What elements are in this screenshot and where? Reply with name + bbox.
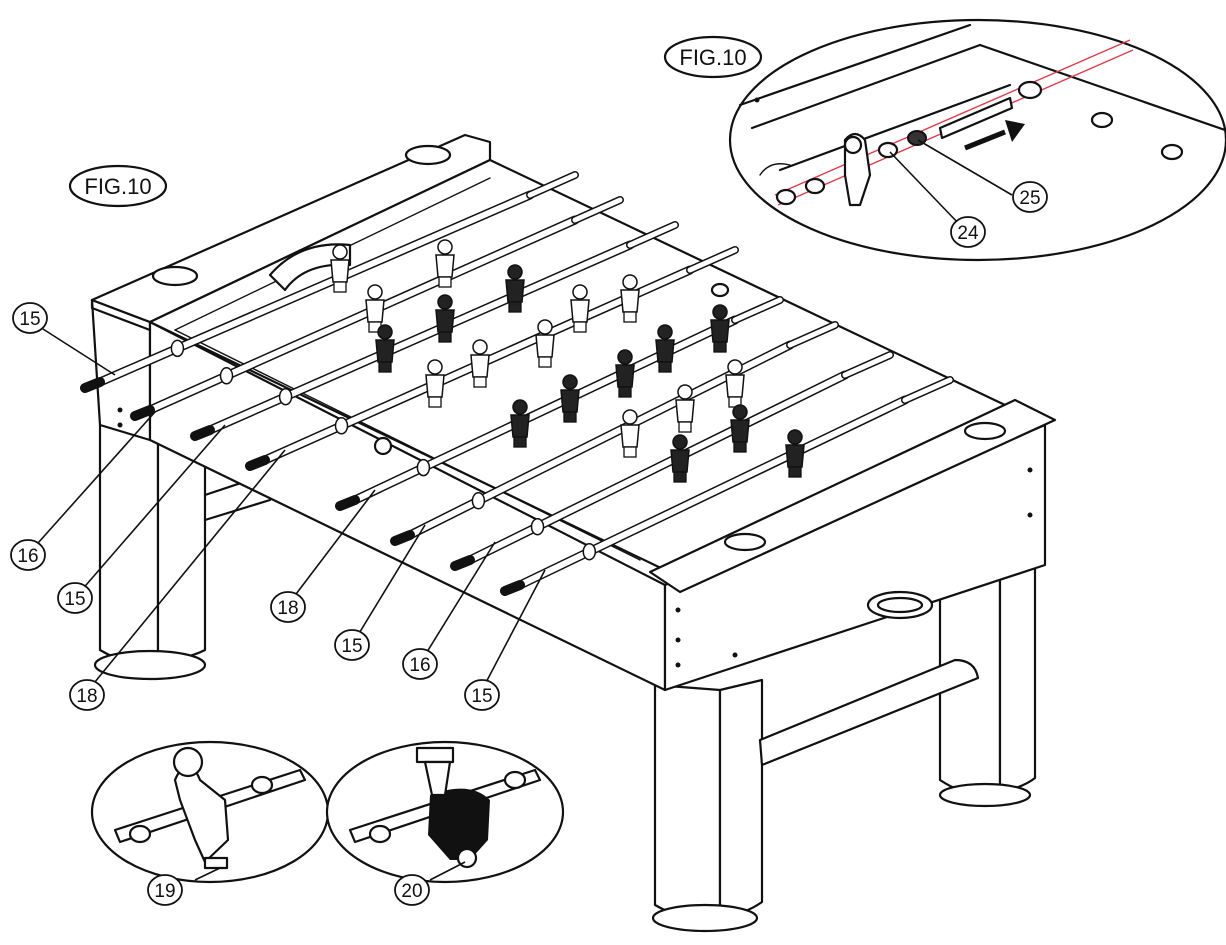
callout-18: 18	[69, 679, 105, 711]
light-player-figure	[620, 409, 640, 458]
light-player-figure	[620, 274, 640, 323]
part-callouts: 15 16 15 18 18 15 16 15 19 20 24 25	[10, 181, 1048, 906]
player-rod	[80, 171, 579, 393]
callout-number: 19	[154, 881, 175, 902]
callout-18: 18	[270, 591, 306, 623]
callout-circle	[464, 679, 500, 711]
callout-circle	[69, 679, 105, 711]
main-figure-label: FIG.10	[68, 164, 168, 208]
callout-16: 16	[402, 648, 438, 680]
callout-number: 15	[19, 309, 40, 330]
dark-player-figure	[655, 324, 675, 373]
detail-figure-label-text: FIG.10	[679, 45, 746, 70]
player-rod	[130, 196, 624, 421]
dark-player-figure	[510, 399, 530, 448]
callout-number: 15	[471, 686, 492, 707]
callout-lines	[29, 321, 546, 691]
callout-circle	[12, 302, 48, 334]
dark-player-figure	[615, 349, 635, 398]
light-player-figure	[435, 239, 455, 288]
detail-view-player-20	[325, 740, 565, 884]
dark-player-figure	[560, 374, 580, 423]
light-player-figure	[330, 244, 350, 293]
dark-player-figure	[375, 324, 395, 373]
player-figures	[330, 239, 805, 483]
callout-number: 24	[957, 223, 979, 244]
callout-circle	[334, 629, 370, 661]
callout-number: 16	[17, 546, 38, 567]
light-player-figure	[570, 284, 590, 333]
callout-16: 16	[10, 539, 46, 571]
callout-number: 18	[76, 686, 97, 707]
callout-15: 15	[334, 629, 370, 661]
callout-circle	[1012, 181, 1048, 213]
light-player-figure	[425, 359, 445, 408]
callout-number: 15	[341, 636, 362, 657]
dark-player-figure	[710, 304, 730, 353]
light-player-figure	[535, 319, 555, 368]
callout-15: 15	[12, 302, 48, 334]
light-player-figure	[725, 359, 745, 408]
callout-circle	[402, 648, 438, 680]
player-rod	[190, 221, 679, 441]
callout-19: 19	[147, 874, 183, 906]
callout-20: 20	[394, 874, 430, 906]
dark-player-figure	[785, 429, 805, 478]
player-rods	[80, 171, 954, 596]
callout-circle	[950, 216, 986, 248]
callout-circle	[394, 874, 430, 906]
callout-number: 25	[1019, 188, 1040, 209]
light-player-figure	[365, 284, 385, 333]
light-player-figure	[675, 384, 695, 433]
dark-player-figure	[730, 404, 750, 453]
callout-15: 15	[464, 679, 500, 711]
callout-circle	[57, 582, 93, 614]
callout-number: 18	[277, 598, 298, 619]
player-rod	[450, 351, 894, 571]
callout-number: 16	[409, 655, 430, 676]
callout-circle	[147, 874, 183, 906]
detail-view-rod-bushings	[728, 18, 1226, 262]
callout-circle	[10, 539, 46, 571]
table-legs	[93, 423, 1037, 933]
light-player-figure	[470, 339, 490, 388]
callout-circle	[270, 591, 306, 623]
dark-player-figure	[435, 294, 455, 343]
callout-number: 15	[64, 589, 85, 610]
dark-player-figure	[505, 264, 525, 313]
detail-figure-label: FIG.10	[663, 35, 763, 79]
dark-player-figure	[670, 434, 690, 483]
callout-15: 15	[57, 582, 93, 614]
callout-number: 20	[401, 881, 422, 902]
callout-24: 24	[950, 216, 986, 248]
callout-25: 25	[1012, 181, 1048, 213]
detail-view-player-19	[90, 740, 330, 884]
player-rod	[500, 376, 954, 596]
main-figure-label-text: FIG.10	[84, 174, 151, 199]
